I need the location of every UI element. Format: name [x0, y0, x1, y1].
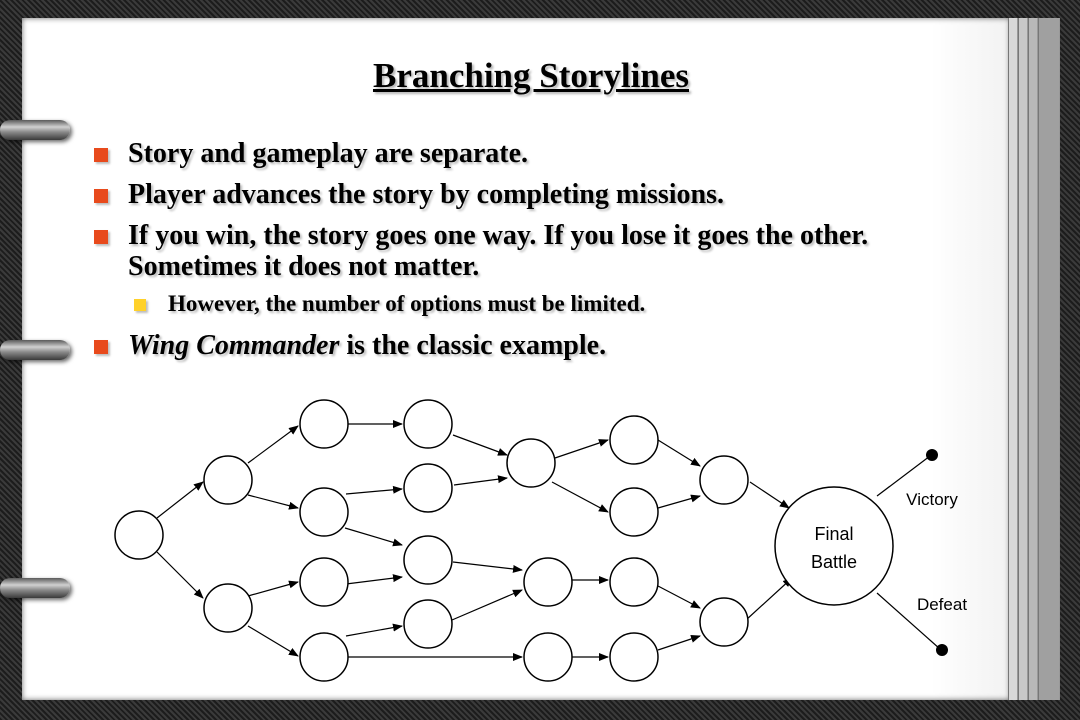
branch-arrow — [345, 485, 403, 495]
branch-arrow — [344, 527, 403, 547]
story-node — [609, 487, 659, 537]
branch-arrow — [247, 425, 299, 464]
bullet-list: Story and gameplay are separate. Player … — [92, 138, 992, 371]
binder-ring — [0, 120, 70, 140]
story-node — [609, 632, 659, 682]
branch-arrow — [657, 439, 701, 467]
story-node — [403, 399, 453, 449]
victory-endpoint — [926, 449, 938, 461]
square-bullet-icon — [94, 148, 108, 162]
story-node — [403, 463, 453, 513]
story-node — [299, 632, 349, 682]
square-bullet-icon — [94, 230, 108, 244]
story-node — [203, 583, 253, 633]
story-node — [609, 557, 659, 607]
story-node — [506, 438, 556, 488]
story-node — [403, 599, 453, 649]
branch-arrow — [156, 481, 204, 519]
story-node — [114, 510, 164, 560]
page-stack-edge — [1008, 18, 1018, 700]
final-battle-node — [774, 486, 894, 606]
story-node — [699, 597, 749, 647]
bullet-text: Player advances the story by completing … — [128, 179, 725, 210]
branch-arrow — [551, 481, 609, 513]
sub-bullet-item: However, the number of options must be l… — [92, 290, 992, 318]
slide-title: Branching Storylines — [372, 56, 689, 95]
square-bullet-icon — [94, 340, 108, 354]
sub-bullet-text: However, the number of options must be l… — [168, 291, 646, 316]
page-stack-edge — [1028, 18, 1038, 700]
branch-arrow — [452, 434, 508, 456]
story-node — [403, 535, 453, 585]
branch-arrow — [657, 494, 701, 509]
branch-arrow — [247, 625, 299, 657]
story-node — [203, 455, 253, 505]
game-title: Wing Commander — [128, 330, 340, 361]
branch-arrow — [247, 494, 299, 510]
binder-ring — [0, 340, 70, 360]
branch-arrow — [156, 551, 204, 599]
page-stack-edge — [1018, 18, 1028, 700]
story-node — [699, 455, 749, 505]
branch-arrow — [452, 561, 523, 573]
branch-arrow — [345, 623, 403, 637]
binder-ring — [0, 578, 70, 598]
branch-arrow — [657, 635, 701, 651]
bullet-text: If you win, the story goes one way. If y… — [128, 220, 869, 282]
square-bullet-icon — [134, 299, 146, 311]
binder-spine — [1038, 18, 1060, 700]
branch-arrow — [247, 580, 299, 597]
story-node — [299, 487, 349, 537]
story-node — [523, 632, 573, 682]
story-node — [299, 399, 349, 449]
square-bullet-icon — [94, 189, 108, 203]
defeat-endpoint — [936, 644, 948, 656]
branch-arrow — [657, 585, 701, 609]
victory-label: Victory — [906, 490, 958, 509]
story-nodes — [114, 399, 894, 682]
outcome-line — [876, 592, 941, 650]
branch-arrow — [453, 475, 508, 486]
final-battle-label: Battle — [811, 552, 857, 572]
bullet-text: Story and gameplay are separate. — [128, 138, 528, 169]
branch-arrow — [554, 439, 609, 459]
outcome-line — [876, 455, 931, 497]
story-node — [609, 415, 659, 465]
bullet-text: is the classic example. — [339, 330, 607, 361]
branch-arrow — [345, 574, 403, 585]
story-node — [299, 557, 349, 607]
bullet-item: If you win, the story goes one way. If y… — [92, 220, 992, 282]
bullet-item: Wing Commander is the classic example. — [92, 330, 992, 361]
story-node — [523, 557, 573, 607]
branch-arrows — [156, 420, 941, 661]
bullet-item: Player advances the story by completing … — [92, 179, 992, 210]
final-battle-label: Final — [814, 524, 853, 544]
branch-arrow — [749, 481, 790, 509]
defeat-label: Defeat — [917, 595, 967, 614]
branch-arrow — [451, 589, 523, 621]
bullet-item: Story and gameplay are separate. — [92, 138, 992, 169]
branch-arrow — [745, 577, 793, 621]
